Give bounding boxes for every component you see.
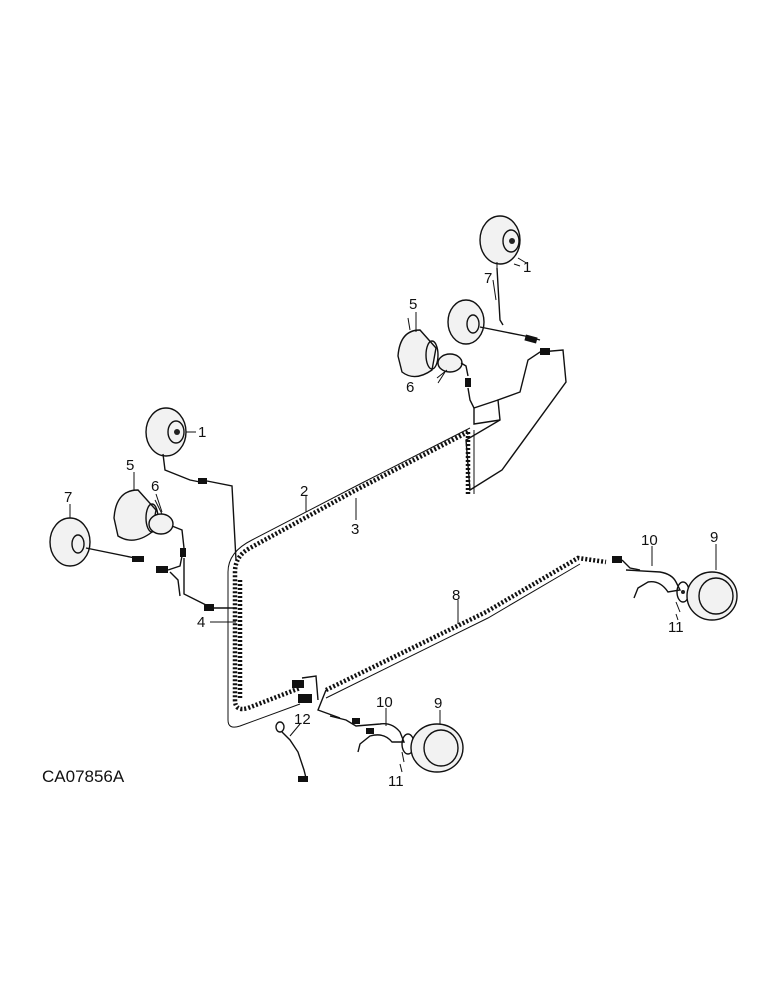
callout-6-right: 6 xyxy=(406,379,414,396)
work-lamp-1-right xyxy=(479,215,529,326)
callout-3: 3 xyxy=(351,521,359,538)
right-harness-bracket xyxy=(465,348,567,492)
tail-lamp-7-right xyxy=(447,299,541,345)
ground-wire-12 xyxy=(275,721,308,782)
callout-5-right: 5 xyxy=(409,296,417,313)
harness-2 xyxy=(232,430,470,712)
callout-10-left: 10 xyxy=(376,694,393,711)
harness-8 xyxy=(325,555,607,693)
main-harness xyxy=(227,427,475,728)
callout-7-right: 7 xyxy=(484,270,492,287)
callout-1-right: 1 xyxy=(523,259,531,276)
rear-harness-group xyxy=(317,555,738,773)
left-lamp-group xyxy=(49,407,237,611)
rear-lamp-9-left xyxy=(329,715,464,773)
callout-6-left: 6 xyxy=(151,478,159,495)
drawing-id: CA07856A xyxy=(42,767,125,786)
right-lamp-group xyxy=(397,215,567,492)
head-lamp-5-left xyxy=(113,489,159,541)
callout-4: 4 xyxy=(197,614,205,631)
bracket-10-right xyxy=(625,569,682,599)
callout-8: 8 xyxy=(452,587,460,604)
callout-10-right: 10 xyxy=(641,532,658,549)
callout-9-right: 9 xyxy=(710,529,718,546)
rear-lamp-9-right xyxy=(625,569,738,621)
work-lamp-1-left xyxy=(145,407,237,561)
head-lamp-5-right xyxy=(397,317,439,378)
callout-11-right: 11 xyxy=(668,619,684,636)
callout-2: 2 xyxy=(300,483,308,500)
callout-1-left: 1 xyxy=(198,424,206,441)
lamp-socket-6-right xyxy=(437,353,475,409)
lamp-socket-6-left xyxy=(148,499,236,609)
left-junction xyxy=(156,555,214,611)
callout-11-left: 11 xyxy=(388,773,404,790)
callout-labels: 1 7 5 6 2 3 1 5 6 7 4 8 10 9 11 10 9 11 … xyxy=(64,259,718,790)
callout-5-left: 5 xyxy=(126,457,134,474)
callout-9-left: 9 xyxy=(434,695,442,712)
leader-lines xyxy=(69,263,717,773)
callout-12: 12 xyxy=(294,711,311,728)
callout-7-left: 7 xyxy=(64,489,72,506)
